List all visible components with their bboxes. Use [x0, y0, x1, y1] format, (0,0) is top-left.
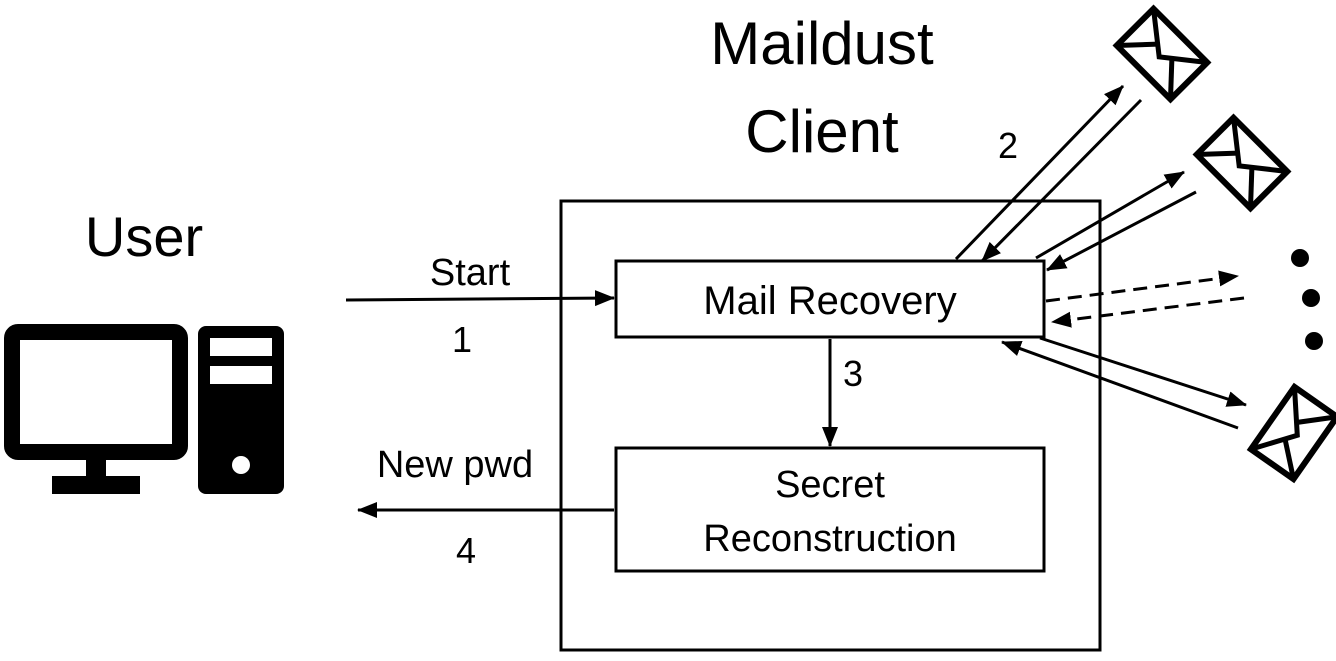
mail-recovery-box: Mail Recovery	[614, 259, 1046, 339]
client-title-line2: Client	[745, 98, 899, 165]
desktop-computer-icon	[4, 324, 284, 494]
send-arrow-mail-3	[1039, 336, 1247, 407]
return-arrow-mail-1	[980, 98, 1143, 263]
secret-reconstruction-box: Secret Reconstruction	[614, 446, 1046, 573]
new-pwd-label: New pwd	[377, 444, 533, 486]
envelope-icon	[1251, 387, 1336, 479]
envelope-icon	[1197, 118, 1288, 209]
secret-label-line2: Reconstruction	[703, 518, 956, 560]
user-label: User	[85, 205, 203, 268]
return-arrow-mail-3	[1001, 340, 1239, 430]
step-4-label: 4	[456, 530, 476, 571]
send-arrow-mail-1	[954, 84, 1125, 261]
client-title-line1: Maildust	[710, 10, 934, 77]
step-1-label: 1	[452, 319, 472, 360]
start-arrow	[345, 290, 615, 307]
vertical-ellipsis-icon	[1291, 249, 1323, 350]
mail-recovery-label: Mail Recovery	[703, 279, 956, 323]
secret-label-line1: Secret	[775, 464, 885, 506]
send-arrow-mail-2	[1035, 170, 1185, 260]
step-2-label: 2	[998, 125, 1018, 166]
send-arrow-more	[1045, 270, 1239, 303]
step-3-label: 3	[843, 353, 863, 394]
client-frame	[559, 199, 1102, 652]
return-arrow-more	[1051, 296, 1245, 328]
start-label: Start	[430, 252, 511, 294]
return-arrow-mail-2	[1046, 190, 1197, 272]
envelope-icon	[1117, 9, 1208, 100]
